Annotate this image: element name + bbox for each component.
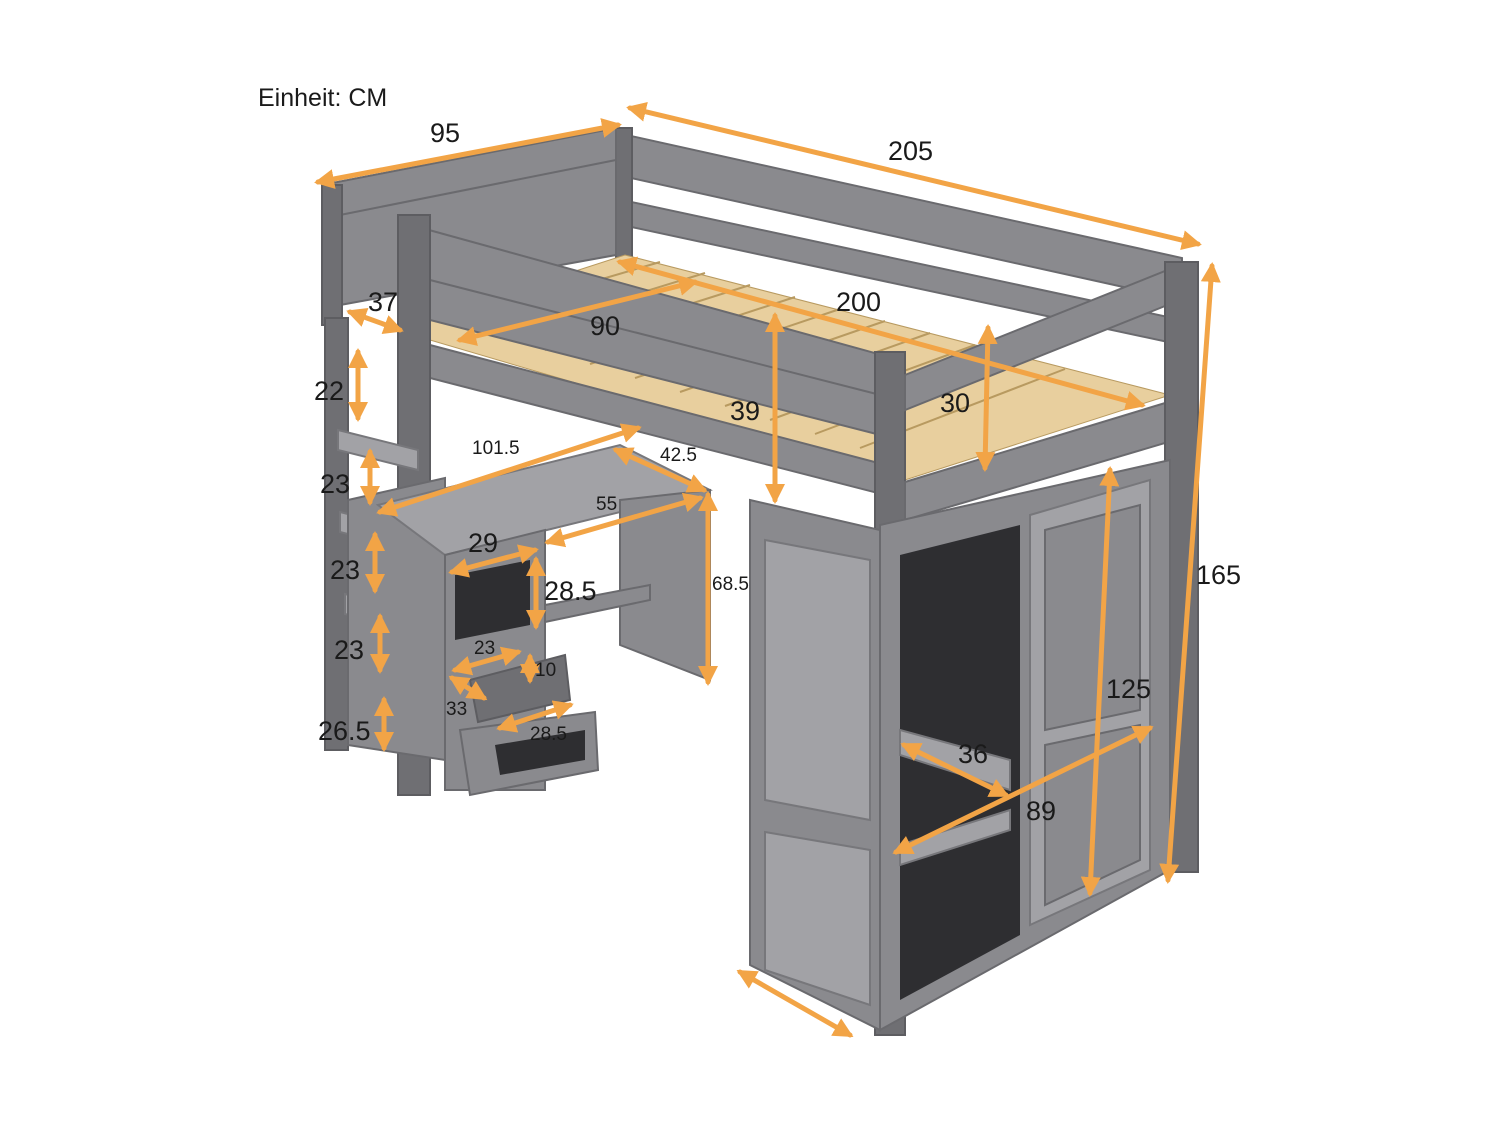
step-3-label: 23 bbox=[330, 555, 360, 585]
desk-depth-label: 42.5 bbox=[660, 445, 697, 466]
wardrobe-depth-label: 36 bbox=[958, 739, 988, 769]
shelf-height-label: 28.5 bbox=[544, 576, 597, 606]
dimension-arrows bbox=[314, 102, 1221, 1038]
wardrobe-height-label: 125 bbox=[1106, 674, 1151, 704]
unit-label: Einheit: CM bbox=[258, 84, 387, 112]
shelf-width-label: 29 bbox=[468, 528, 498, 558]
slat-width-label: 90 bbox=[590, 311, 620, 341]
drawer-height-label: 10 bbox=[535, 660, 556, 681]
step-bottom-label: 26.5 bbox=[318, 716, 371, 746]
desk-inner-label: 55 bbox=[596, 494, 617, 515]
step-1-label: 22 bbox=[314, 376, 344, 406]
total-height-label: 165 bbox=[1196, 560, 1241, 590]
bed-width-label: 95 bbox=[430, 118, 460, 148]
drawer-depth-label: 33 bbox=[446, 699, 467, 720]
desk-length-label: 101.5 bbox=[472, 438, 520, 459]
drawer-front-label: 28.5 bbox=[530, 724, 567, 745]
rail-height-label: 39 bbox=[730, 396, 760, 426]
bed-length-label: 205 bbox=[888, 136, 933, 166]
slat-length-label: 200 bbox=[836, 287, 881, 317]
step-4-label: 23 bbox=[334, 635, 364, 665]
desk-height-label: 68.5 bbox=[712, 574, 749, 595]
step-2-label: 23 bbox=[320, 469, 350, 499]
drawer-width-label: 23 bbox=[474, 638, 495, 659]
guard-height-label: 30 bbox=[940, 388, 970, 418]
wardrobe-width-label: 89 bbox=[1026, 796, 1056, 826]
ladder-depth-label: 37 bbox=[368, 287, 398, 317]
